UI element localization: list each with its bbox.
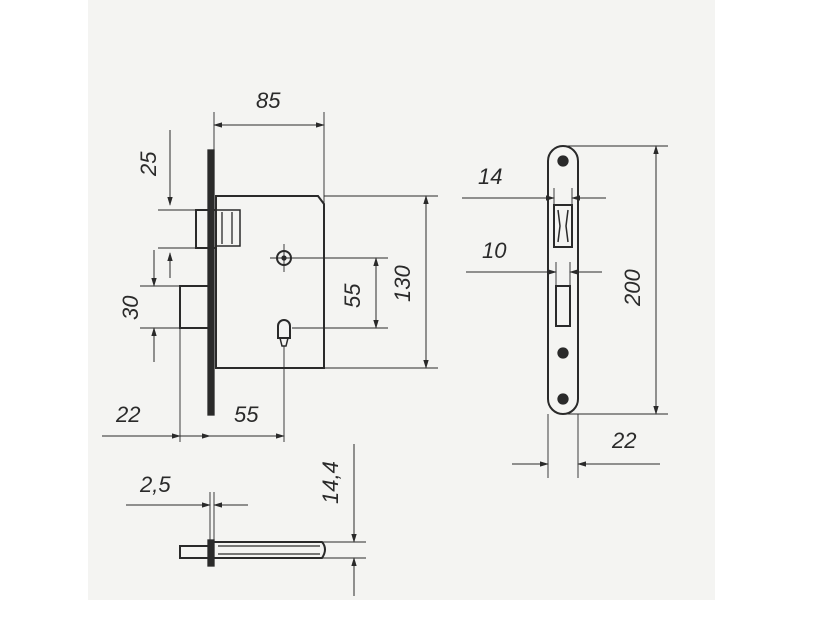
dim-faceplate-height: 200 [620, 269, 645, 307]
front-plate [207, 149, 215, 416]
faceplate-extension-lines [547, 145, 668, 478]
screw-hole-bottom [557, 393, 569, 405]
dim-center-distance: 55 [340, 283, 365, 308]
lock-case [215, 195, 325, 369]
dim-body-width: 85 [256, 88, 281, 113]
latch-bolt [195, 209, 217, 249]
dim-faceplate-width: 14 [478, 164, 502, 189]
faceplate-dimension-lines [462, 145, 660, 467]
dim-bolt-height: 14,4 [318, 461, 343, 504]
dim-faceplate-slot: 10 [482, 238, 507, 263]
dim-latch-offset: 25 [136, 151, 161, 177]
latch-opening [553, 204, 573, 248]
faceplate-outline [547, 145, 579, 415]
bolt-top-view [179, 492, 366, 567]
lock-body [179, 149, 325, 416]
screw-hole-mid [557, 347, 569, 359]
dead-bolt [179, 285, 211, 329]
dim-plate-thickness: 2,5 [139, 472, 171, 497]
bolt-opening [555, 285, 571, 327]
dimension-lines [102, 122, 429, 439]
bolt-dimension-lines [126, 444, 357, 596]
faceplate [547, 145, 579, 415]
dim-backset: 55 [234, 402, 259, 427]
dim-backset-left: 22 [115, 402, 140, 427]
drawing-sheet [88, 0, 715, 600]
dim-latch-spacing: 30 [118, 295, 143, 320]
cylinder-hole [277, 319, 291, 339]
screw-hole-top [557, 155, 569, 167]
dim-faceplate-offset: 22 [611, 428, 636, 453]
dim-case-height: 130 [390, 265, 415, 302]
